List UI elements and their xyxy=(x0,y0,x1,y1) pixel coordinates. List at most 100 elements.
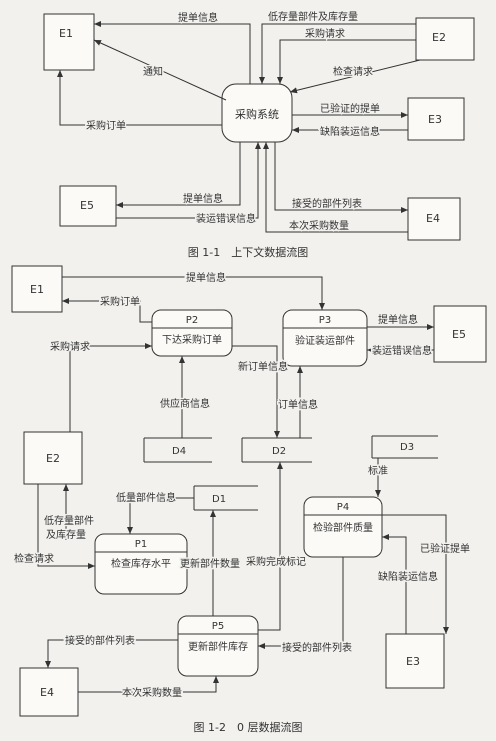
flow-label-tidan-p3-e5: 提单信息 xyxy=(378,313,418,326)
flow-diliang-bujian xyxy=(127,497,194,534)
flow-label-jieshou-p4-p5: 接受的部件列表 xyxy=(282,641,352,654)
entity-e4-label: E4 xyxy=(426,212,440,225)
flow-tidan-to-e1 xyxy=(94,21,251,84)
flow-label-dingdan-xinxi: 订单信息 xyxy=(278,398,318,411)
store-d3-label: D3 xyxy=(400,442,414,453)
entity-e1-label: E1 xyxy=(59,27,73,40)
flow-label-dikucun-l0-line1: 低存量部件 xyxy=(44,514,94,527)
entity-e5-l0-label: E5 xyxy=(452,328,466,341)
flow-label-zhuangyun-cuowu-l0: 装运错误信息 xyxy=(372,344,432,357)
flow-benci-caigou-l0 xyxy=(78,676,219,693)
process-p3-id: P3 xyxy=(319,315,331,326)
level0-diagram xyxy=(11,265,487,717)
flow-label-tidan-e1: 提单信息 xyxy=(178,11,218,24)
entity-e2 xyxy=(415,17,475,61)
flow-label-dikucun-l0-line2: 及库存量 xyxy=(46,528,86,541)
flow-label-diliang-bujian: 低量部件信息 xyxy=(116,491,176,504)
process-p4-name: 检验部件质量 xyxy=(313,521,373,534)
figure1-caption: 图 1-1 上下文数据流图 xyxy=(188,245,308,259)
entity-e3-label: E3 xyxy=(428,113,442,126)
flow-label-dikucun: 低存量部件及库存量 xyxy=(268,10,358,23)
flow-label-tidan-e1-p3: 提单信息 xyxy=(186,271,226,284)
process-p2-name: 下达采购订单 xyxy=(162,333,222,346)
flow-xin-dingdan xyxy=(232,345,280,438)
flow-caigou-qingqiu-l0 xyxy=(69,343,152,432)
flow-label-tongzhi: 通知 xyxy=(143,65,163,78)
process-p5-name: 更新部件库存 xyxy=(188,640,248,653)
flow-caigou-dingdan xyxy=(57,70,222,126)
process-p3 xyxy=(282,309,368,367)
flow-label-quexian-zhuangyun-l0: 缺陷装运信息 xyxy=(378,570,438,583)
store-d3 xyxy=(371,435,438,459)
entity-e2-label: E2 xyxy=(432,31,446,44)
flow-label-yiyanzheng-tidan-l0: 已验证提单 xyxy=(420,542,470,555)
flow-label-jiancha-qingqiu: 检查请求 xyxy=(333,65,373,78)
process-label: 采购系统 xyxy=(235,107,279,121)
process-p1-name: 检查库存水平 xyxy=(111,557,171,570)
flow-jiancha-qingqiu xyxy=(289,59,421,94)
process-p1 xyxy=(94,533,188,595)
context-diagram xyxy=(43,13,475,241)
flow-jiancha-qingqiu-l0 xyxy=(37,484,95,569)
process-p5-id: P5 xyxy=(212,621,224,632)
process-p2-id: P2 xyxy=(186,315,198,326)
flow-tongzhi xyxy=(93,39,227,101)
flow-label-xin-dingdan: 新订单信息 xyxy=(238,360,288,373)
flow-label-benci-caigou: 本次采购数量 xyxy=(289,219,349,232)
level0-diagram-text: E1 E2 E3 E4 E5 P2 下达采购订单 P3 验证装运部件 P4 检验… xyxy=(13,270,472,735)
flow-jieshou-bujian xyxy=(274,142,408,213)
flow-label-caigou-wancheng: 采购完成标记 xyxy=(246,555,306,568)
flow-caigou-qingqiu xyxy=(277,39,416,84)
flow-label-zhuangyun-cuowu: 装运错误信息 xyxy=(196,212,256,225)
flow-label-benci-caigou-l0: 本次采购数量 xyxy=(122,686,182,699)
store-d2-label: D2 xyxy=(272,446,286,457)
entity-e2-l0 xyxy=(23,431,83,485)
entity-e1-l0 xyxy=(11,265,63,313)
flow-quexian-zhuangyun-l0 xyxy=(382,534,407,634)
process-p2 xyxy=(151,309,233,357)
flow-label-caigou-qingqiu-l0: 采购请求 xyxy=(50,340,90,353)
context-diagram-text: E1 E2 E3 E4 E5 采购系统 提单信息 低存量部件及库存量 采购请求 … xyxy=(59,9,446,260)
entity-e4-l0 xyxy=(19,667,79,717)
entity-e3-l0-label: E3 xyxy=(406,655,420,668)
entity-e1-l0-label: E1 xyxy=(30,283,44,296)
store-d1-label: D1 xyxy=(212,494,226,505)
flow-zhuangyun-cuowu xyxy=(116,142,261,219)
flow-tidan-to-e5 xyxy=(116,142,241,208)
entity-e5-l0 xyxy=(433,305,487,363)
entity-e2-l0-label: E2 xyxy=(46,452,60,465)
process-p4-id: P4 xyxy=(337,502,349,513)
flow-yiyanzheng-tidan-l0 xyxy=(382,514,449,634)
process-p3-name: 验证装运部件 xyxy=(295,334,355,347)
flow-label-quexian-zhuangyun: 缺陷装运信息 xyxy=(320,125,380,138)
flow-label-tidan-e5: 提单信息 xyxy=(183,192,223,205)
flow-jieshou-p5-e4 xyxy=(45,639,178,668)
process-p1-id: P1 xyxy=(135,539,147,550)
entity-e3 xyxy=(407,97,465,141)
flow-jieshou-p4-p5 xyxy=(258,557,344,649)
flow-benci-caigou xyxy=(263,142,408,233)
store-d4-label: D4 xyxy=(172,446,186,457)
entity-e4-l0-label: E4 xyxy=(40,686,54,699)
flow-label-caigou-qingqiu: 采购请求 xyxy=(305,27,345,40)
flow-label-yiyanzheng-tidan: 已验证的提单 xyxy=(320,102,380,115)
entity-e1 xyxy=(43,13,95,71)
entity-e3-l0 xyxy=(385,633,445,689)
flow-label-jieshou-p5-e4: 接受的部件列表 xyxy=(65,634,135,647)
entity-e5 xyxy=(59,185,117,227)
flow-caigou-wancheng xyxy=(258,462,283,631)
entity-e5-label: E5 xyxy=(80,199,94,212)
flow-label-caigou-dingdan: 采购订单 xyxy=(86,119,126,132)
entity-e4 xyxy=(407,197,461,241)
flow-label-gengxin-bujian: 更新部件数量 xyxy=(180,557,240,570)
flow-dikucun xyxy=(259,23,416,84)
flow-caigou-dingdan-l0 xyxy=(62,298,152,323)
store-d4 xyxy=(143,437,212,463)
flow-tidan-e1-p3 xyxy=(62,276,325,310)
figure2-caption: 图 1-2 0 层数据流图 xyxy=(194,720,303,734)
flow-label-gongyingshang: 供应商信息 xyxy=(160,397,210,410)
flow-label-jiancha-qingqiu-l0: 检查请求 xyxy=(14,552,54,565)
flow-label-caigou-dingdan-l0: 采购订单 xyxy=(100,295,140,308)
flow-label-jieshou-bujian: 接受的部件列表 xyxy=(292,197,362,210)
